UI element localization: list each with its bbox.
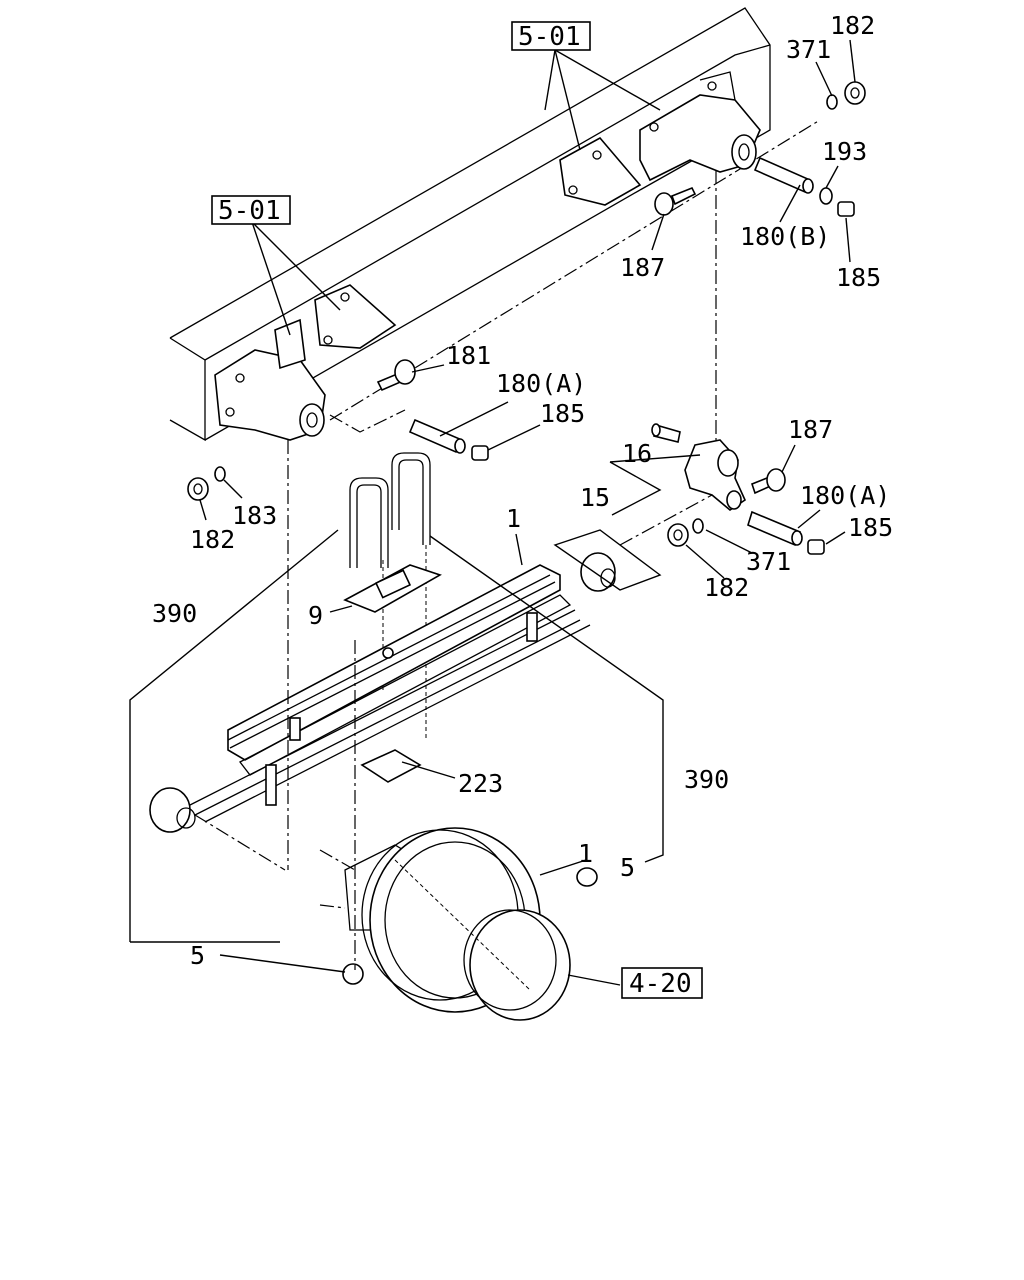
callout-182-left: 182 [190, 525, 235, 554]
callout-185-right: 185 [848, 513, 893, 542]
callout-185-mid: 185 [540, 399, 585, 428]
spring-shackle-15 [684, 439, 747, 511]
callout-223: 223 [458, 769, 503, 798]
pin-180a-right [747, 510, 803, 547]
callout-16: 16 [622, 439, 652, 468]
callout-180b: 180(B) [740, 222, 830, 251]
callout-371-right: 371 [746, 547, 791, 576]
callout-390-left: 390 [152, 599, 197, 628]
bolt-187-top [654, 186, 697, 216]
ref-label-axle: 4-20 [629, 969, 692, 999]
frame-gusset-left [314, 284, 397, 349]
callout-182-right: 182 [704, 573, 749, 602]
callout-182-top: 182 [830, 11, 875, 40]
washer-193 [819, 187, 833, 205]
ref-box-frame-left: 5-01 [211, 195, 291, 226]
nut-5-right [576, 867, 598, 887]
callout-9: 9 [308, 601, 323, 630]
grease-nipple-185-mid [471, 445, 489, 461]
nut-5-left [342, 963, 364, 985]
callout-371-top: 371 [786, 35, 831, 64]
alignment-lines [194, 170, 717, 970]
washer-371-right [692, 518, 704, 534]
callout-5-left: 5 [190, 941, 205, 970]
nut-182-top [844, 81, 866, 105]
callout-labels: 182 371 193 180(B) 185 187 181 180(A) 18… [152, 11, 893, 970]
washer-183 [214, 466, 226, 482]
ref-box-frame-top: 5-01 [511, 21, 591, 52]
bolt-181 [376, 359, 416, 392]
callout-15: 15 [580, 483, 610, 512]
callout-181: 181 [446, 341, 491, 370]
callout-1-axle: 1 [578, 839, 593, 868]
leader-lines [129, 39, 856, 986]
bushing-16 [651, 423, 681, 443]
nut-182-left [187, 477, 209, 501]
grease-nipple-185-top [837, 201, 855, 217]
callout-5-right: 5 [620, 853, 635, 882]
rear-axle-hub [344, 827, 571, 1021]
nut-182-right [667, 523, 689, 547]
frame-gusset-top [559, 136, 642, 206]
rear-spring-hanger-bracket [639, 71, 761, 182]
ref-label-frame-left: 5-01 [218, 196, 281, 226]
pin-180b [753, 156, 814, 194]
leaf-spring-1 [149, 552, 616, 833]
bolt-187-right [751, 468, 786, 495]
ref-label-frame-top: 5-01 [518, 22, 581, 52]
front-spring-hanger-bracket [214, 318, 326, 441]
callout-180a-left: 180(A) [496, 369, 586, 398]
u-bolts-390 [349, 452, 431, 740]
ref-box-axle: 4-20 [621, 967, 703, 999]
plate-223 [360, 749, 422, 783]
callout-193: 193 [822, 137, 867, 166]
callout-183: 183 [232, 501, 277, 530]
callout-185-top: 185 [836, 263, 881, 292]
grease-nipple-185-right [807, 539, 825, 555]
pin-180a-left [408, 418, 466, 454]
callout-1-spring: 1 [506, 504, 521, 533]
washer-371-top [826, 94, 838, 110]
callout-390-right: 390 [684, 765, 729, 794]
spring-seat-9 [343, 564, 442, 613]
callout-187-right: 187 [788, 415, 833, 444]
callout-180a-right: 180(A) [800, 481, 890, 510]
callout-187-top: 187 [620, 253, 665, 282]
